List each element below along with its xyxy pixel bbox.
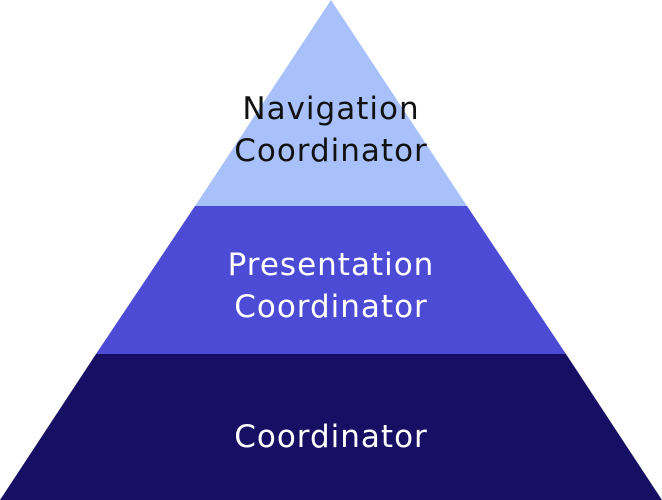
tier-coordinator-label: Coordinator: [234, 419, 428, 455]
tier-navigation-label-line-2: Coordinator: [234, 133, 428, 169]
tier-presentation-label-line-2: Coordinator: [234, 289, 428, 325]
tier-presentation-shape: [96, 206, 566, 354]
tier-navigation-shape: [195, 0, 467, 206]
tier-navigation-label-line-1: Navigation: [242, 91, 419, 127]
tier-coordinator-shape: [0, 354, 662, 500]
tier-presentation-label-line-1: Presentation: [228, 247, 435, 283]
